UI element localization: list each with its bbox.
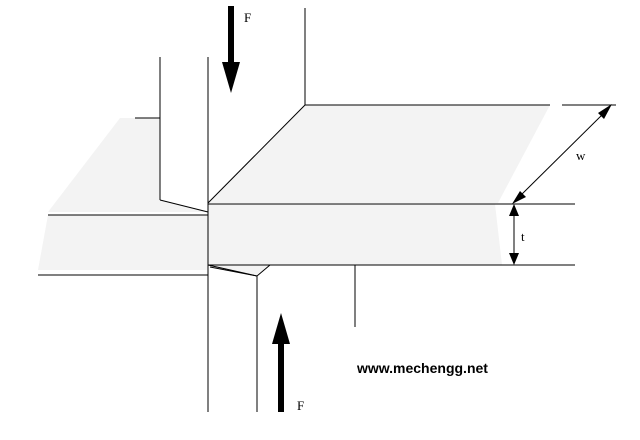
force-top-label: F xyxy=(244,10,251,25)
upper-plate-top-face xyxy=(208,105,550,203)
upper-plate-left-edge xyxy=(207,104,306,204)
width-dimension-line xyxy=(517,110,607,199)
joint-fillet xyxy=(207,264,272,277)
width-arrowhead-top xyxy=(598,104,612,119)
lower-plate-front-face xyxy=(38,215,208,270)
lower-plate-top-face xyxy=(48,118,208,212)
force-top-arrowhead xyxy=(222,62,240,93)
width-label: w xyxy=(576,148,586,163)
thickness-label: t xyxy=(521,229,525,244)
watermark-text: www.mechengg.net xyxy=(356,360,488,376)
force-top-arrow-shaft xyxy=(228,6,234,64)
thickness-arrowhead-bottom xyxy=(509,253,519,265)
lower-block-slant xyxy=(209,266,258,277)
force-bottom-arrow-shaft xyxy=(278,342,284,412)
force-bottom-label: F xyxy=(297,398,304,413)
force-bottom-arrowhead xyxy=(272,313,290,344)
upper-block-slant xyxy=(159,199,209,213)
thickness-arrowhead-top xyxy=(509,204,519,216)
width-arrowhead-bottom xyxy=(512,191,526,204)
upper-plate-front-face xyxy=(208,204,502,265)
